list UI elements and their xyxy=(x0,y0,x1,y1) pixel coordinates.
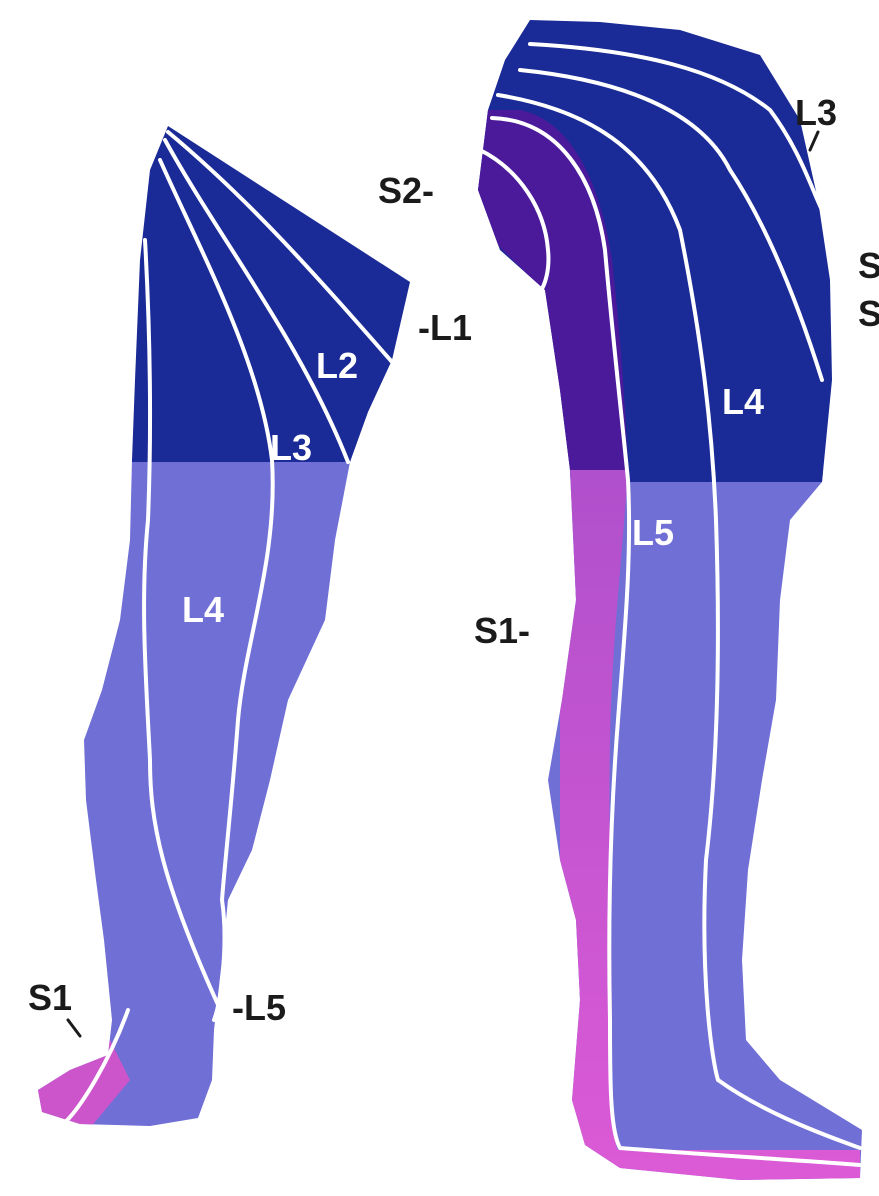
front-leg: -L1 L2 L3 L4 -L5 S1 xyxy=(0,100,472,1160)
front-upper-region xyxy=(0,100,440,462)
front-label-l4: L4 xyxy=(182,589,224,630)
front-lower-region xyxy=(0,460,440,1160)
front-label-l3: L3 xyxy=(270,427,312,468)
front-label-l5: -L5 xyxy=(232,987,286,1028)
back-label-edge-s-bottom: S xyxy=(858,293,879,334)
front-label-s1: S1 xyxy=(28,977,72,1018)
back-label-l5: L5 xyxy=(632,512,674,553)
back-label-l4: L4 xyxy=(722,381,764,422)
front-label-l1: -L1 xyxy=(418,307,472,348)
back-label-s2: S2- xyxy=(378,170,434,211)
back-leg: L3 S2- L4 L5 S1- S S xyxy=(378,0,879,1196)
back-label-s1: S1- xyxy=(474,610,530,651)
front-s1-pointer xyxy=(68,1020,80,1036)
back-lower-region xyxy=(460,470,879,1190)
back-label-edge-s-top: S xyxy=(858,245,879,286)
back-label-l3: L3 xyxy=(795,92,837,133)
front-label-l2: L2 xyxy=(316,345,358,386)
back-l3-pointer xyxy=(810,132,818,150)
